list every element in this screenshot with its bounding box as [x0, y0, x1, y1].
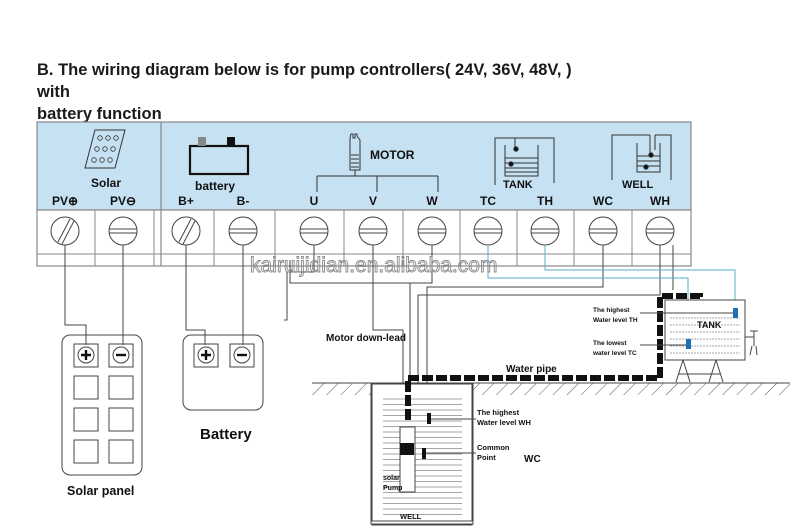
title-line-2: battery function	[37, 105, 162, 123]
well-common-1: Common	[477, 443, 510, 452]
solar-plus-terminal	[77, 346, 95, 364]
watermark: kairuijidian.en.alibaba.com	[250, 254, 497, 277]
wire-u	[284, 245, 315, 321]
battery-minus-terminal	[233, 346, 251, 364]
battery-label: Battery	[200, 426, 252, 443]
diagram-title: B. The wiring diagram below is for pump …	[37, 59, 597, 125]
terminal-label: TC	[480, 194, 496, 208]
terminal-label: PV⊕	[52, 194, 78, 208]
water-pipe-label: Water pipe	[506, 364, 557, 375]
wire-v	[372, 245, 404, 420]
tank-highest-1: The highest	[593, 307, 630, 314]
tank-highest-2: Water level TH	[593, 317, 638, 324]
controller-label-strip	[36, 121, 692, 211]
well-common-2: Point	[477, 453, 496, 462]
wire-wc	[426, 245, 604, 405]
terminal-label: WH	[650, 194, 670, 208]
sensor-wh	[427, 413, 431, 424]
controller-panel	[36, 121, 692, 267]
tank	[640, 299, 758, 383]
title-line-1: B. The wiring diagram below is for pump …	[37, 61, 572, 101]
terminal-dividers	[94, 210, 633, 266]
terminal-label: TH	[537, 194, 553, 208]
wire-th	[544, 245, 736, 313]
wire-w	[289, 245, 433, 284]
terminal-label: PV⊖	[110, 194, 136, 208]
solar-panel	[61, 334, 143, 476]
tank-level-icon	[494, 137, 555, 185]
tank-label: TANK	[697, 320, 722, 330]
solar-panel-icon	[84, 129, 126, 169]
tank-tap-icon	[745, 330, 758, 356]
battery-group-label: battery	[195, 179, 235, 193]
terminal-label: U	[310, 194, 319, 208]
sensor-wc	[422, 448, 426, 459]
well	[370, 382, 476, 526]
tank-group-label: TANK	[503, 179, 533, 191]
well-label: WELL	[400, 512, 422, 521]
terminal-label: B+	[178, 194, 194, 208]
well-level-icon	[611, 134, 672, 180]
battery-plus-terminal	[197, 346, 215, 364]
terminal-label: W	[426, 194, 438, 208]
sensor-th	[733, 308, 738, 318]
battery	[182, 334, 264, 411]
terminal-screw[interactable]	[588, 216, 618, 266]
terminal-screw[interactable]	[50, 216, 80, 266]
tank-lowest-1: The lowest	[593, 340, 627, 347]
well-group-label: WELL	[622, 179, 653, 191]
terminal-label: B-	[237, 194, 250, 208]
pump-label-1: solar	[383, 475, 400, 482]
solar-panel-label: Solar panel	[67, 484, 134, 498]
terminal-screw[interactable]	[108, 216, 138, 266]
motor-down-lead-label: Motor down-lead	[326, 333, 406, 344]
terminal-labels: PV⊕ PV⊖ B+ B- U V W TC TH WC WH	[52, 194, 670, 208]
terminal-screw[interactable]	[171, 216, 201, 266]
motor-icon	[316, 133, 439, 192]
terminal-label: WC	[593, 194, 613, 208]
wire-b-plus	[185, 245, 206, 345]
well-highest-1: The highest	[477, 408, 520, 417]
pump-motor	[400, 443, 414, 455]
pump-label-2: Pump	[383, 485, 402, 492]
battery-icon	[188, 137, 250, 176]
solar-pump	[399, 426, 416, 493]
motor-group-label: MOTOR	[370, 148, 415, 162]
solar-minus-terminal	[112, 346, 130, 364]
solar-group-label: Solar	[91, 176, 121, 190]
well-wc-label: WC	[524, 454, 541, 465]
tank-lowest-2: water level TC	[592, 350, 637, 357]
well-highest-2: Water level WH	[477, 418, 531, 427]
tank-stand	[675, 359, 724, 383]
sensor-tc	[686, 339, 691, 349]
terminal-label: V	[369, 194, 377, 208]
